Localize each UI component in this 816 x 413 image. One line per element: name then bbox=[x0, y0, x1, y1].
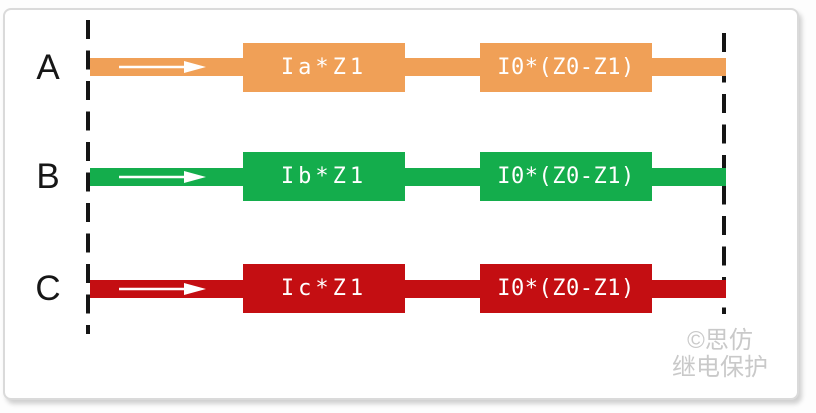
phase-label: A bbox=[36, 48, 60, 87]
impedance-block-z1: Ia*Z1 bbox=[243, 43, 405, 92]
watermark: ©思仿 继电保护 bbox=[645, 327, 795, 381]
impedance-block-zero-seq: I0*(Z0-Z1) bbox=[480, 43, 652, 92]
impedance-block-zero-seq: I0*(Z0-Z1) bbox=[480, 152, 652, 201]
phase-label: B bbox=[36, 157, 60, 196]
impedance-block-zero-seq: I0*(Z0-Z1) bbox=[480, 264, 652, 313]
watermark-line2: 继电保护 bbox=[672, 354, 768, 381]
watermark-line1: ©思仿 bbox=[687, 327, 753, 354]
impedance-block-z1: Ic*Z1 bbox=[243, 264, 405, 313]
impedance-block-z1: Ib*Z1 bbox=[243, 152, 405, 201]
current-direction-arrow-icon bbox=[119, 171, 206, 183]
current-direction-arrow-icon bbox=[119, 61, 206, 73]
current-direction-arrow-icon bbox=[119, 283, 206, 295]
phase-label: C bbox=[35, 269, 61, 308]
